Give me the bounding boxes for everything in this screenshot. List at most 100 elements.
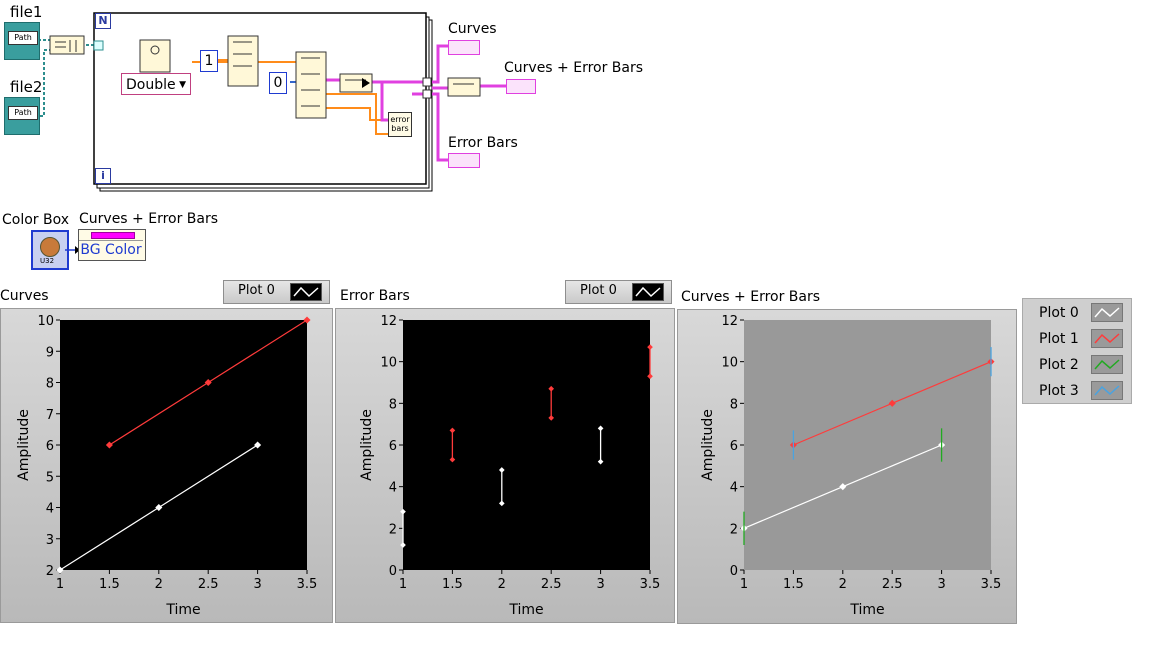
plot0-swatch-glyph <box>635 286 661 298</box>
file1-label: file1 <box>10 3 43 21</box>
combined-ytick-label: 2 <box>730 522 738 537</box>
curves-series-1-point <box>204 378 212 387</box>
error-xtick-label: 1.5 <box>442 577 463 592</box>
build-array-out-node[interactable] <box>447 77 481 97</box>
curves-error-indicator[interactable] <box>506 79 536 94</box>
error-graph-title: Error Bars <box>340 288 410 304</box>
combined-xtick-label: 3.5 <box>981 577 1002 592</box>
error-ylabel: Amplitude <box>359 409 375 481</box>
error-plot-legend[interactable]: Plot 0 <box>565 280 672 304</box>
legend-plot-3-label: Plot 3 <box>1039 383 1079 399</box>
curves-xtick-label: 3.5 <box>297 577 318 592</box>
bg-color-prop[interactable]: BG Color <box>79 240 143 258</box>
combined-series-0-point <box>839 483 847 491</box>
legend-plot-1[interactable]: Plot 1 <box>1029 328 1129 352</box>
combined-plot-area <box>744 320 991 570</box>
curves-xtick-label: 1 <box>56 577 64 592</box>
legend-plot-3[interactable]: Plot 3 <box>1029 380 1129 404</box>
error-series-1-errorcap <box>449 456 456 463</box>
error-series-0-errorcap <box>498 467 505 473</box>
legend-plot-1-swatch-glyph-line <box>1094 333 1120 344</box>
curves-ytick-label: 4 <box>46 502 54 517</box>
error-ytick-label: 12 <box>380 314 397 329</box>
tunnel-out-1 <box>422 77 432 87</box>
legend-plot-1-swatch <box>1091 329 1123 348</box>
curves-ytick-label: 7 <box>46 408 54 423</box>
legend-plot-0-swatch <box>1091 303 1123 322</box>
transpose-node[interactable] <box>227 35 259 87</box>
legend-plot-0[interactable]: Plot 0 <box>1029 302 1129 326</box>
combined-ylabel: Amplitude <box>700 409 716 481</box>
constant-1[interactable]: 1 <box>200 50 218 72</box>
curves-series-0-point <box>56 566 64 574</box>
wire-pink-out-curves <box>432 44 448 84</box>
read-file-node[interactable] <box>139 39 171 73</box>
combined-graph-title: Curves + Error Bars <box>681 289 821 305</box>
bundle-node[interactable] <box>339 73 373 93</box>
error-xtick-label: 2.5 <box>541 577 562 592</box>
error-ytick-label: 8 <box>389 397 397 412</box>
double-type-ring[interactable]: Double ▼ <box>121 73 191 95</box>
color-box-terminal[interactable]: U32 <box>31 230 69 270</box>
loop-count-terminal[interactable]: N <box>95 13 111 29</box>
file1-path-control[interactable]: Path <box>4 22 40 60</box>
error-series-0-errorcap <box>597 458 604 465</box>
error-plot-area <box>403 320 650 570</box>
curves-xlabel: Time <box>165 602 200 618</box>
error-bars-indicator[interactable] <box>448 153 480 168</box>
wire-pink-3 <box>380 82 388 122</box>
curves-ytick-label: 10 <box>37 314 54 329</box>
wire-orange-5 <box>326 93 388 135</box>
file1-path-text: Path <box>8 31 38 45</box>
error-plot-legend-label: Plot 0 <box>580 283 617 298</box>
legend-plot-1-swatch-glyph <box>1094 333 1120 344</box>
tunnel-out-2 <box>422 89 432 99</box>
error-bars-subvi[interactable]: error bars <box>388 112 412 137</box>
wire-file2 <box>40 49 50 117</box>
legend-plot-2[interactable]: Plot 2 <box>1029 354 1129 378</box>
error-ytick-label: 10 <box>380 356 397 371</box>
file2-path-control[interactable]: Path <box>4 97 40 135</box>
tunnel-in <box>93 40 104 51</box>
error-xtick-label: 1 <box>399 577 407 592</box>
legend-plot-1-label: Plot 1 <box>1039 331 1079 347</box>
plot0-swatch-icon <box>632 283 664 301</box>
combined-ytick-label: 8 <box>730 397 738 412</box>
file2-label: file2 <box>10 78 43 96</box>
legend-plot-3-swatch-glyph-line <box>1094 385 1120 396</box>
combined-ytick-label: 10 <box>721 356 738 371</box>
error-ytick-label: 0 <box>389 564 397 579</box>
curves-indicator[interactable] <box>448 40 480 55</box>
legend-plot-0-swatch-glyph <box>1094 307 1120 318</box>
loop-iteration-terminal[interactable]: i <box>95 168 111 184</box>
combined-xtick-label: 1.5 <box>783 577 804 592</box>
curves-series-1-point <box>303 316 311 324</box>
out-error-label: Error Bars <box>448 135 518 151</box>
wire-orange-6 <box>326 107 388 121</box>
u32-text: U32 <box>40 257 55 265</box>
combined-ytick-label: 12 <box>721 314 738 329</box>
error-series-1-errorcap <box>548 385 555 392</box>
legend-plot-2-swatch <box>1091 355 1123 374</box>
index-array-node[interactable] <box>295 51 327 119</box>
constant-0[interactable]: 0 <box>269 72 287 94</box>
combined-xtick-label: 3 <box>937 577 945 592</box>
error-ytick-label: 4 <box>389 481 397 496</box>
curves-plot-area <box>60 320 307 570</box>
property-node[interactable]: BG Color <box>78 229 146 261</box>
error-series-0-errorcap <box>400 542 406 548</box>
color-box-label: Color Box <box>2 212 70 228</box>
plot-legend[interactable]: Plot 0 Plot 1 Plot 2 Plot 3 <box>1022 298 1132 404</box>
error-bars-subvi-text: error bars <box>390 115 410 133</box>
bundle-arrow <box>362 78 370 88</box>
curves-series-1-point <box>105 441 113 449</box>
curves-plot-legend[interactable]: Plot 0 <box>223 280 330 304</box>
legend-plot-3-swatch-glyph <box>1094 385 1120 396</box>
error-series-1-errorcap <box>548 415 555 421</box>
legend-plot-3-swatch <box>1091 381 1123 400</box>
color-wire <box>65 246 80 254</box>
node-glyph-lines <box>55 40 474 107</box>
error-xlabel: Time <box>508 602 543 618</box>
curves-ytick-label: 3 <box>46 533 54 548</box>
